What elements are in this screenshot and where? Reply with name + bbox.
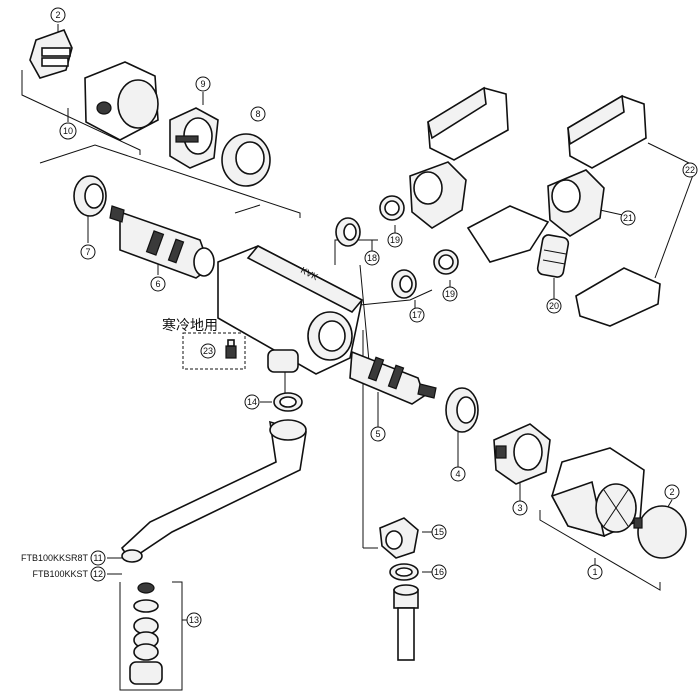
cold-region-label: 寒冷地用	[162, 317, 218, 334]
part-9-clutch	[169, 107, 219, 169]
label-10: 10	[59, 122, 77, 140]
label-16-text: 16	[434, 567, 444, 577]
supply-pipe	[393, 584, 419, 661]
label-17: 17	[409, 307, 425, 323]
label-4: 4	[450, 466, 466, 482]
label-12: 12	[90, 566, 106, 582]
part-21-elbow-adapter	[409, 161, 605, 263]
label-15-text: 15	[434, 527, 444, 537]
part-2-cap-left	[29, 28, 73, 79]
part-7-ring	[73, 175, 107, 217]
cold-region-box	[182, 332, 246, 370]
label-19b-text: 19	[445, 289, 455, 299]
label-16: 16	[431, 564, 447, 580]
label-2b: 2	[664, 484, 680, 500]
label-11: 11	[90, 550, 106, 566]
part-18-check-valve	[335, 217, 361, 247]
part-19-washer-upper	[379, 195, 405, 221]
label-10-text: 10	[63, 126, 73, 136]
label-2b-text: 2	[669, 487, 674, 497]
label-8-text: 8	[255, 109, 260, 119]
part-13-aerator-set	[129, 582, 163, 685]
label-1: 1	[587, 564, 603, 580]
label-6: 6	[150, 276, 166, 292]
part-2-cap-right	[633, 505, 687, 559]
label-7-text: 7	[85, 247, 90, 257]
label-19b: 19	[442, 286, 458, 302]
label-19a-text: 19	[390, 235, 400, 245]
part-8-ring	[221, 133, 271, 187]
part-10-handle-cover	[84, 61, 159, 141]
label-2a-text: 2	[55, 10, 60, 20]
label-2a: 2	[50, 7, 66, 23]
part-4-ring	[445, 387, 479, 433]
label-18: 18	[364, 250, 380, 266]
label-20-text: 20	[549, 301, 559, 311]
label-1-text: 1	[592, 567, 597, 577]
label-22-text: 22	[685, 165, 695, 175]
part-17-check-valve	[391, 269, 417, 299]
label-23: 23	[200, 343, 216, 359]
part-23-cold-region-plug	[225, 339, 237, 359]
label-3-text: 3	[517, 503, 522, 513]
label-17-text: 17	[412, 310, 422, 320]
label-9: 9	[195, 76, 211, 92]
label-9-text: 9	[200, 79, 205, 89]
label-15: 15	[431, 524, 447, 540]
label-23-text: 23	[203, 346, 213, 356]
part-19-washer-lower	[433, 249, 459, 275]
label-18-text: 18	[367, 253, 377, 263]
label-11-text: 11	[93, 553, 102, 563]
part-3-adapter	[493, 423, 551, 485]
label-13-text: 13	[189, 615, 199, 625]
label-19a: 19	[387, 232, 403, 248]
part-22-cover-set	[427, 86, 661, 327]
part-1-handle	[550, 447, 645, 538]
label-5-text: 5	[375, 429, 380, 439]
label-3: 3	[512, 500, 528, 516]
label-14-text: 14	[247, 397, 257, 407]
label-22: 22	[682, 162, 698, 178]
part-main-body: KVK	[217, 244, 364, 375]
label-6-text: 6	[155, 279, 160, 289]
label-14: 14	[244, 394, 260, 410]
label-20: 20	[546, 298, 562, 314]
part-16-washer	[389, 563, 419, 581]
part-20-strainer	[536, 234, 570, 278]
label-4-text: 4	[455, 469, 460, 479]
model-11-text: FTB100KKSR8T	[21, 553, 89, 563]
part-6-thermo-cartridge	[109, 205, 215, 279]
label-21: 21	[620, 210, 636, 226]
part-14-washer	[273, 392, 303, 412]
model-12-text: FTB100KKST	[32, 569, 88, 579]
label-8: 8	[250, 106, 266, 122]
part-15-elbow	[379, 517, 419, 559]
label-12-text: 12	[93, 569, 103, 579]
part-11-12-spout	[120, 419, 307, 563]
label-5: 5	[370, 426, 386, 442]
label-21-text: 21	[623, 213, 633, 223]
label-7: 7	[80, 244, 96, 260]
part-5-mixing-cartridge	[349, 350, 437, 405]
label-13: 13	[186, 612, 202, 628]
